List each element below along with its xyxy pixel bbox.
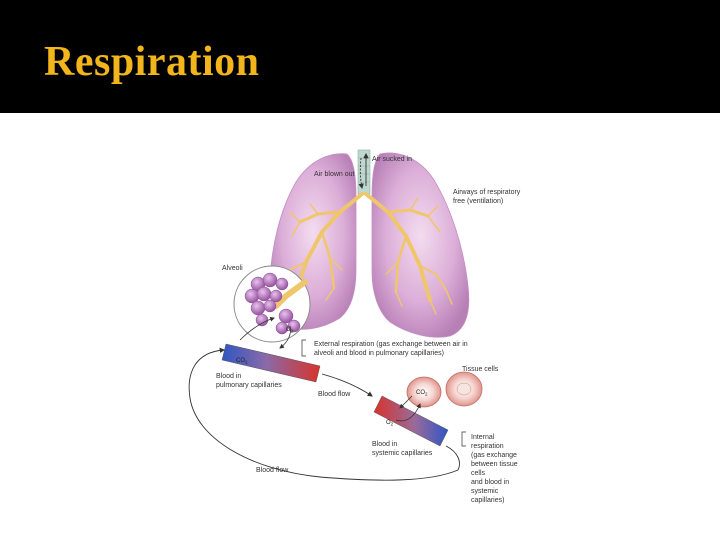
gas-labels: CO2 O2 CO2 O2	[236, 327, 428, 427]
brackets	[301, 339, 466, 447]
internal-respiration-label-5: cells	[471, 470, 486, 477]
blood-flow-label-2: Blood flow	[256, 467, 289, 474]
internal-respiration-label-2: respiration	[471, 443, 504, 450]
trachea	[357, 149, 371, 195]
air-flow-arrows	[358, 152, 369, 190]
blood-flow-arrow-return	[445, 445, 460, 471]
co2-tissue-arrow	[399, 395, 413, 409]
systemic-label-line2: systemic capillaries	[372, 450, 433, 457]
air-in-label: Air sucked in	[372, 156, 412, 163]
systemic-label-line1: Blood in	[372, 441, 397, 448]
slide-title: Respiration	[44, 39, 260, 85]
air-out-arrow	[358, 157, 364, 190]
pulmonary-label-line2: pulmonary capillaries	[216, 382, 282, 389]
internal-respiration-label-1: Internal	[471, 434, 495, 441]
co2-out-arrow	[239, 316, 275, 341]
internal-respiration-label-3: (gas exchange	[471, 452, 517, 459]
co2-label-pulmonary: CO2	[236, 358, 248, 365]
pulmonary-capillary	[221, 343, 321, 383]
tissue-cells	[406, 371, 483, 408]
external-respiration-label-line2: alveoli and blood in pulmonary capillari…	[314, 350, 444, 357]
o2-label-alveoli: O2	[286, 327, 294, 334]
internal-respiration-label-8: capillaries)	[471, 497, 504, 504]
gas-exchange-arrows	[239, 316, 421, 422]
alveoli-magnified	[233, 265, 311, 343]
external-respiration-label-line1: External respiration (gas exchange betwe…	[314, 341, 468, 348]
internal-respiration-label-4: between tissue	[471, 461, 518, 468]
respiration-diagram: CO2 O2 CO2 O2 Air sucked in Air blown ou…	[188, 149, 521, 504]
blood-flow-arrow-to-tissue	[321, 373, 373, 397]
alveoli-label: Alveoli	[222, 265, 243, 272]
blood-flow-arrow-out	[188, 347, 459, 481]
internal-respiration-label-7: systemic	[471, 488, 499, 495]
internal-respiration-label-6: and blood in	[471, 479, 509, 486]
o2-in-arrow	[279, 325, 291, 349]
diagram-labels: Air sucked in Air blown out Airways of r…	[216, 156, 521, 504]
airways-label-line2: free (ventilation)	[453, 198, 503, 205]
systemic-capillary	[373, 395, 449, 447]
right-lung	[371, 152, 470, 338]
airways-label-line1: Airways of respiratory	[453, 189, 521, 196]
o2-tissue-arrow	[395, 403, 421, 422]
o2-label-systemic: O2	[386, 420, 394, 427]
air-out-label: Air blown out	[314, 171, 355, 178]
tissue-cells-label: Tissue cells	[462, 366, 499, 373]
pulmonary-label-line1: Blood in	[216, 373, 241, 380]
blood-flow-label-1: Blood flow	[318, 391, 351, 398]
blood-flow-loop	[188, 347, 460, 481]
co2-label-tissue: CO2	[416, 390, 428, 397]
title-bar: Respiration	[0, 0, 720, 113]
